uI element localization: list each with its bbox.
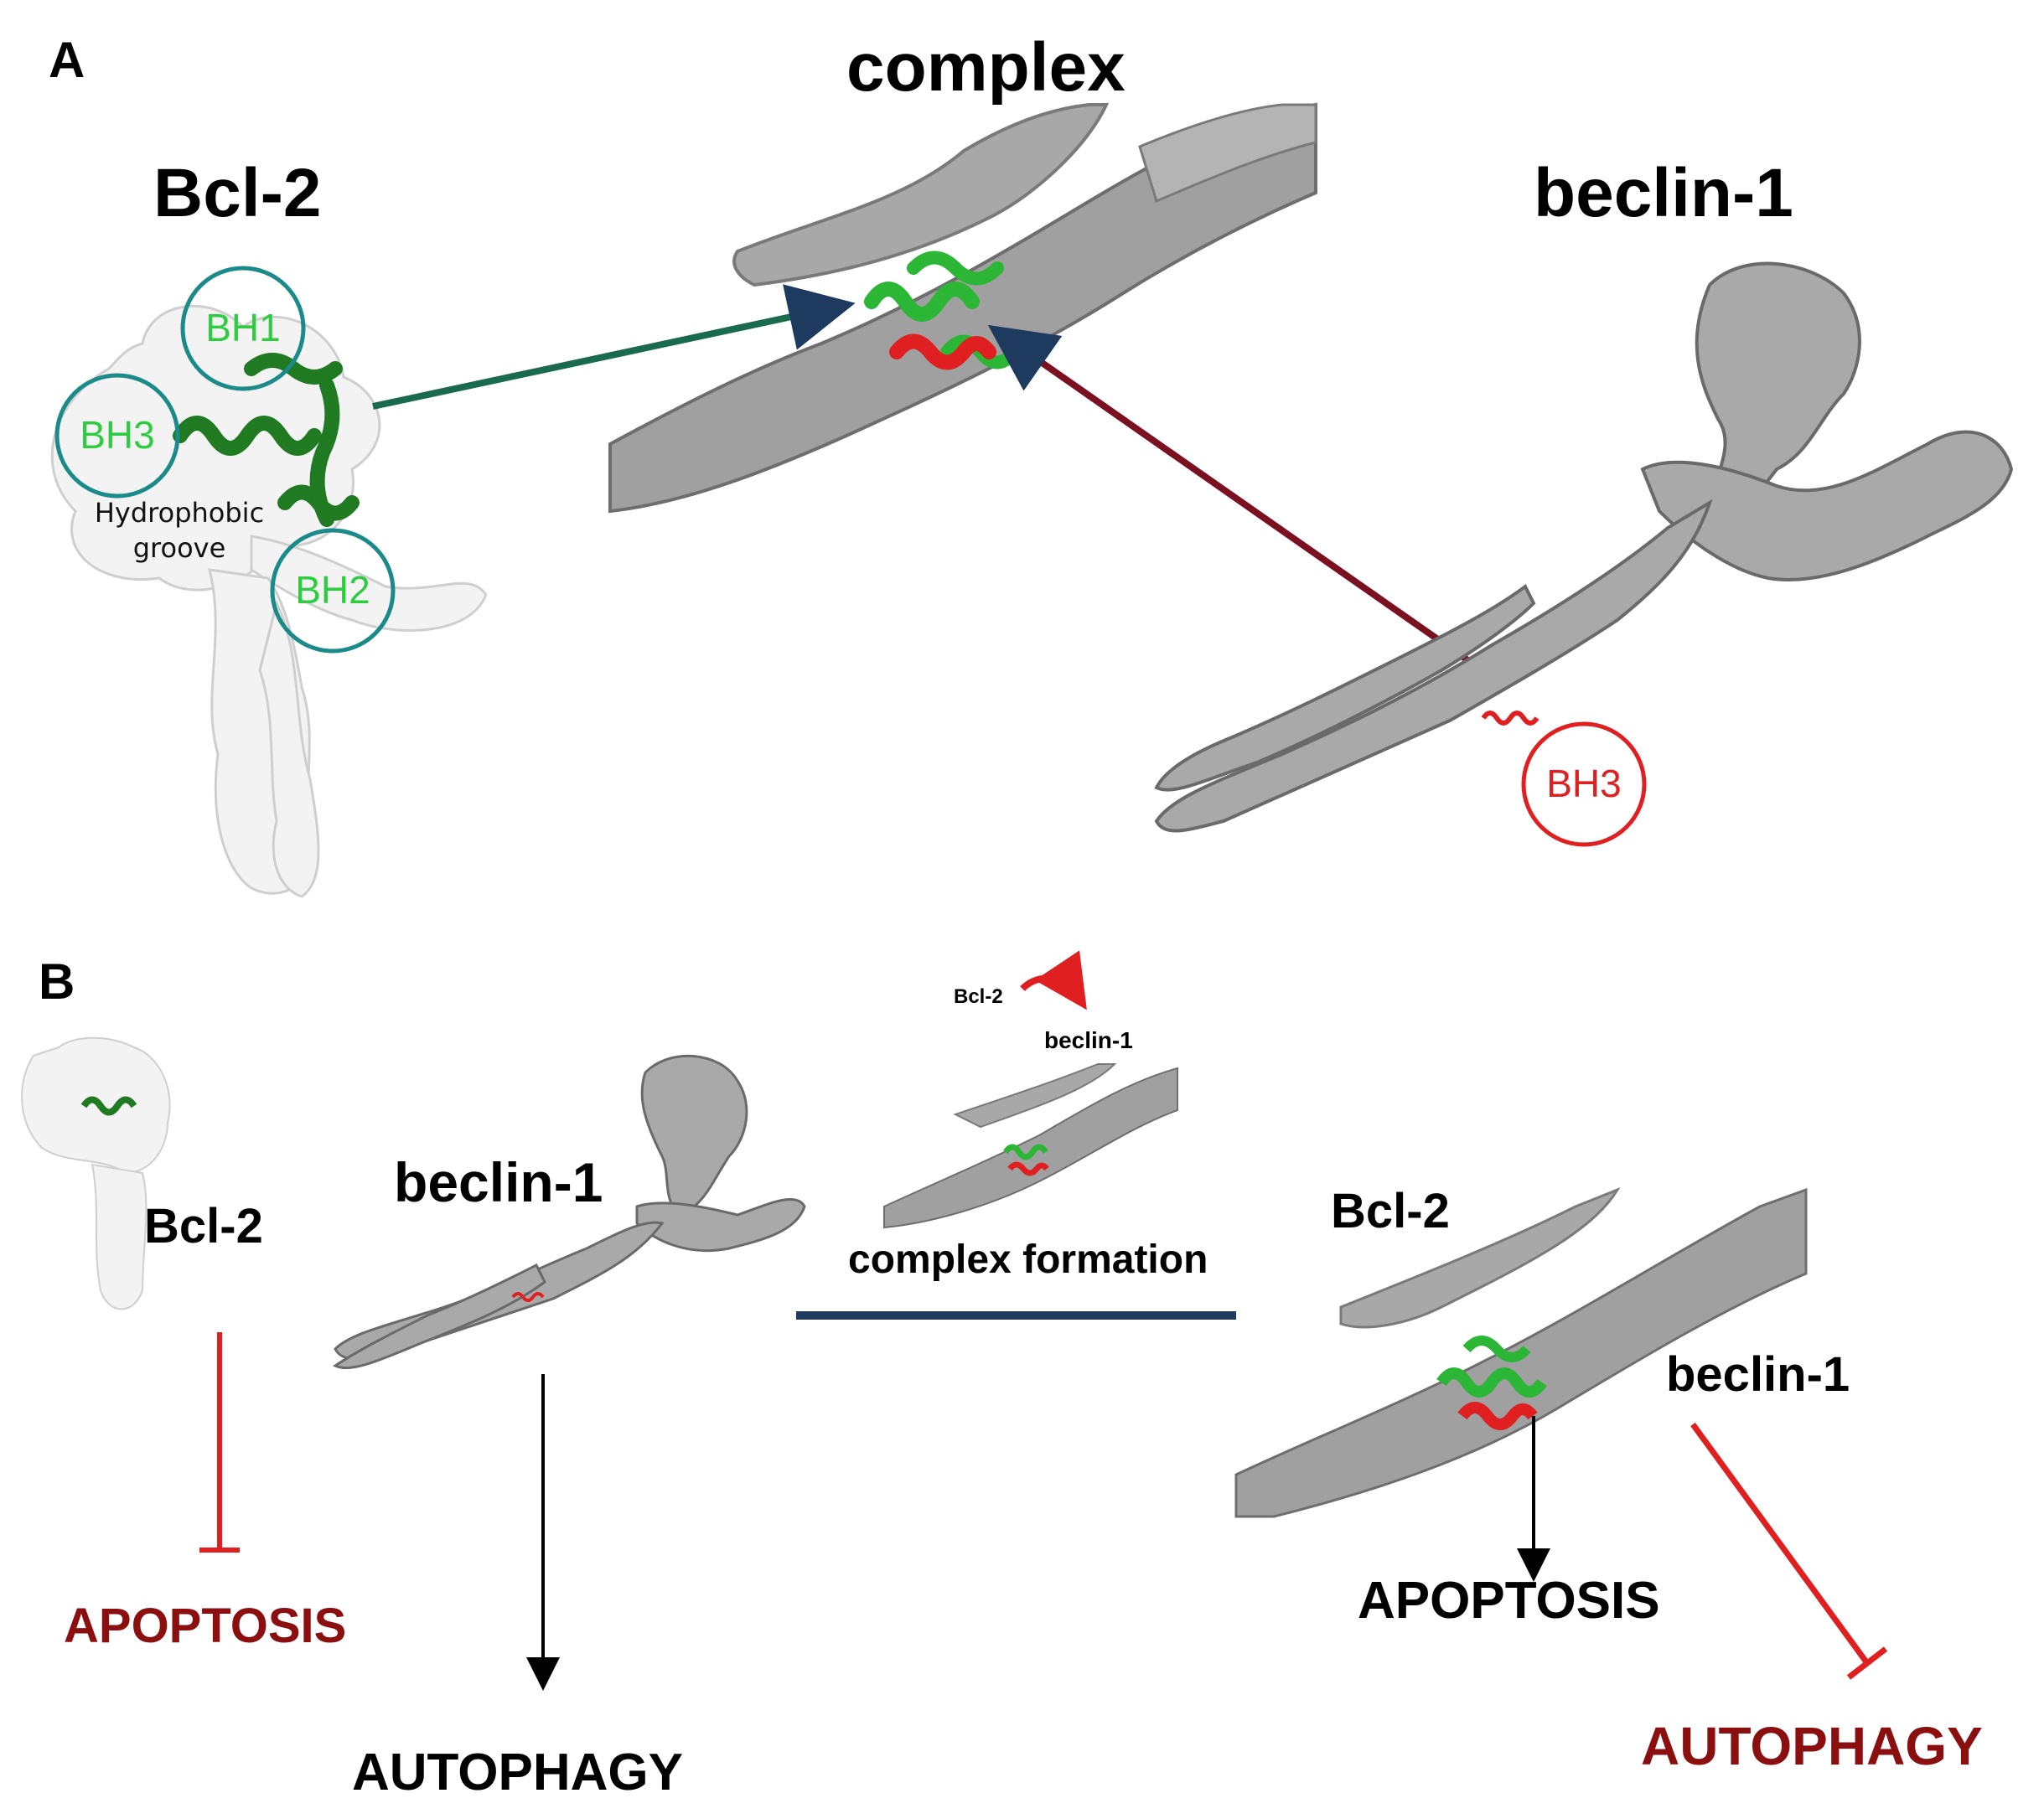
groove-line-2: groove [132,531,226,564]
bh3-circle [54,373,180,499]
autophagy-induced-label: AUTOPHAGY [352,1744,684,1801]
complex-formation-label: complex formation [848,1238,1208,1282]
bh3-label: BH3 [80,413,155,457]
panel-a-letter: A [49,32,85,88]
bcl2-label-b: Bcl-2 [144,1199,263,1253]
mini-beclin-label: beclin-1 [1044,1027,1133,1053]
complex-surface-b [1234,1186,1808,1518]
beclin-label-b: beclin-1 [394,1151,603,1213]
bcl2-helix-a [173,353,360,527]
beclin-bh3-circle [1521,721,1647,847]
beclin-surface-b [333,1054,806,1370]
bcl2-surface-b [21,1036,171,1310]
mini-binding-arrow [1020,950,1087,1010]
bcl2-to-complex-arrow [372,284,856,410]
bh2-label: BH2 [295,568,370,612]
mini-complex-surface [883,1060,1178,1229]
complex-beclin-label: beclin-1 [1666,1347,1850,1402]
bcl2-inhibits-apoptosis [199,1332,240,1553]
beclin-bh3-label: BH3 [1546,762,1622,805]
autophagy-inhibited-label: AUTOPHAGY [1641,1716,1983,1776]
bcl2-helix-b [80,1096,137,1116]
bh1-circle [180,266,306,391]
apoptosis-inhibited-label: APOPTOSIS [64,1599,347,1653]
complex-surface-a [608,102,1317,514]
complex-title: complex [846,29,1125,106]
complex-bcl2-label: Bcl-2 [1331,1184,1450,1238]
beclin-bh3-helix-a [1481,711,1539,726]
bh1-label: BH1 [205,306,281,349]
groove-line-1: Hydrophobic [94,497,265,529]
beclin-surface-a [1154,261,2014,833]
apoptosis-induced-label: APOPTOSIS [1358,1572,1660,1630]
beclin-title: beclin-1 [1534,155,1793,231]
beclin-bh3-helix-b [511,1292,545,1302]
beclin-to-complex-arrow [987,324,1503,686]
bcl2-title: Bcl-2 [153,155,322,231]
panel-b-letter: B [39,953,75,1010]
complex-inhibits-autophagy [1690,1422,1888,1680]
hydrophobic-groove-label: Hydrophobic groove [87,496,272,566]
bh2-circle [270,528,396,654]
mini-bcl2-label: Bcl-2 [954,985,1003,1008]
